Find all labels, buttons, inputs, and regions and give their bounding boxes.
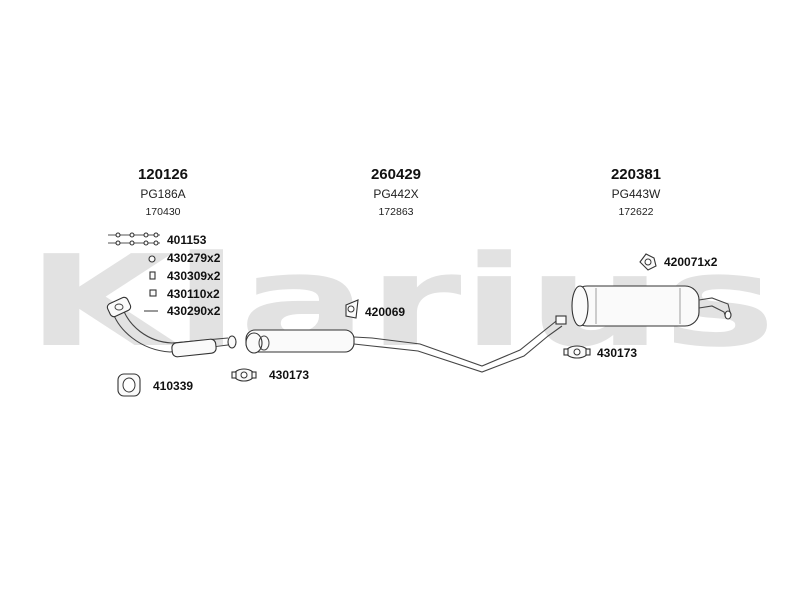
hanger-rubber-icon xyxy=(639,253,657,271)
clamp-icon xyxy=(231,368,257,382)
part-label-430279: 430279x2 xyxy=(167,251,221,265)
part-label-420069: 420069 xyxy=(365,305,405,319)
spring-icon xyxy=(149,271,156,280)
part-label-410339: 410339 xyxy=(153,379,193,393)
part-label-430110: 430110x2 xyxy=(167,287,220,301)
group-num: 172863 xyxy=(378,206,413,218)
group-middle-silencer: 260429 PG442X 172863 xyxy=(371,166,421,218)
front-pipe-icon xyxy=(106,296,237,358)
gasket-ring-icon xyxy=(117,373,141,397)
part-label-430173-mid: 430173 xyxy=(269,368,309,382)
group-ref: PG443W xyxy=(612,187,661,201)
rear-silencer-icon xyxy=(571,285,732,327)
group-num: 170430 xyxy=(145,206,180,218)
group-code: 220381 xyxy=(611,166,661,183)
hanger-rubber-icon xyxy=(345,299,359,319)
part-label-420071: 420071x2 xyxy=(664,255,718,269)
group-front-pipe: 120126 PG186A 170430 xyxy=(138,166,188,218)
group-ref: PG186A xyxy=(140,187,185,201)
clamp-icon xyxy=(563,345,591,359)
part-label-430290: 430290x2 xyxy=(167,304,221,318)
washer-icon xyxy=(149,289,157,297)
part-label-430173-right: 430173 xyxy=(597,346,637,360)
group-code: 120126 xyxy=(138,166,188,183)
group-num: 172622 xyxy=(618,206,653,218)
part-label-401153: 401153 xyxy=(167,233,207,247)
middle-silencer-icon xyxy=(245,315,567,373)
nut-icon xyxy=(148,255,156,263)
group-ref: PG442X xyxy=(373,187,418,201)
part-label-430309: 430309x2 xyxy=(167,269,221,283)
group-code: 260429 xyxy=(371,166,421,183)
group-rear-silencer: 220381 PG443W 172622 xyxy=(611,166,661,218)
bolt-kit-icon xyxy=(108,232,160,246)
